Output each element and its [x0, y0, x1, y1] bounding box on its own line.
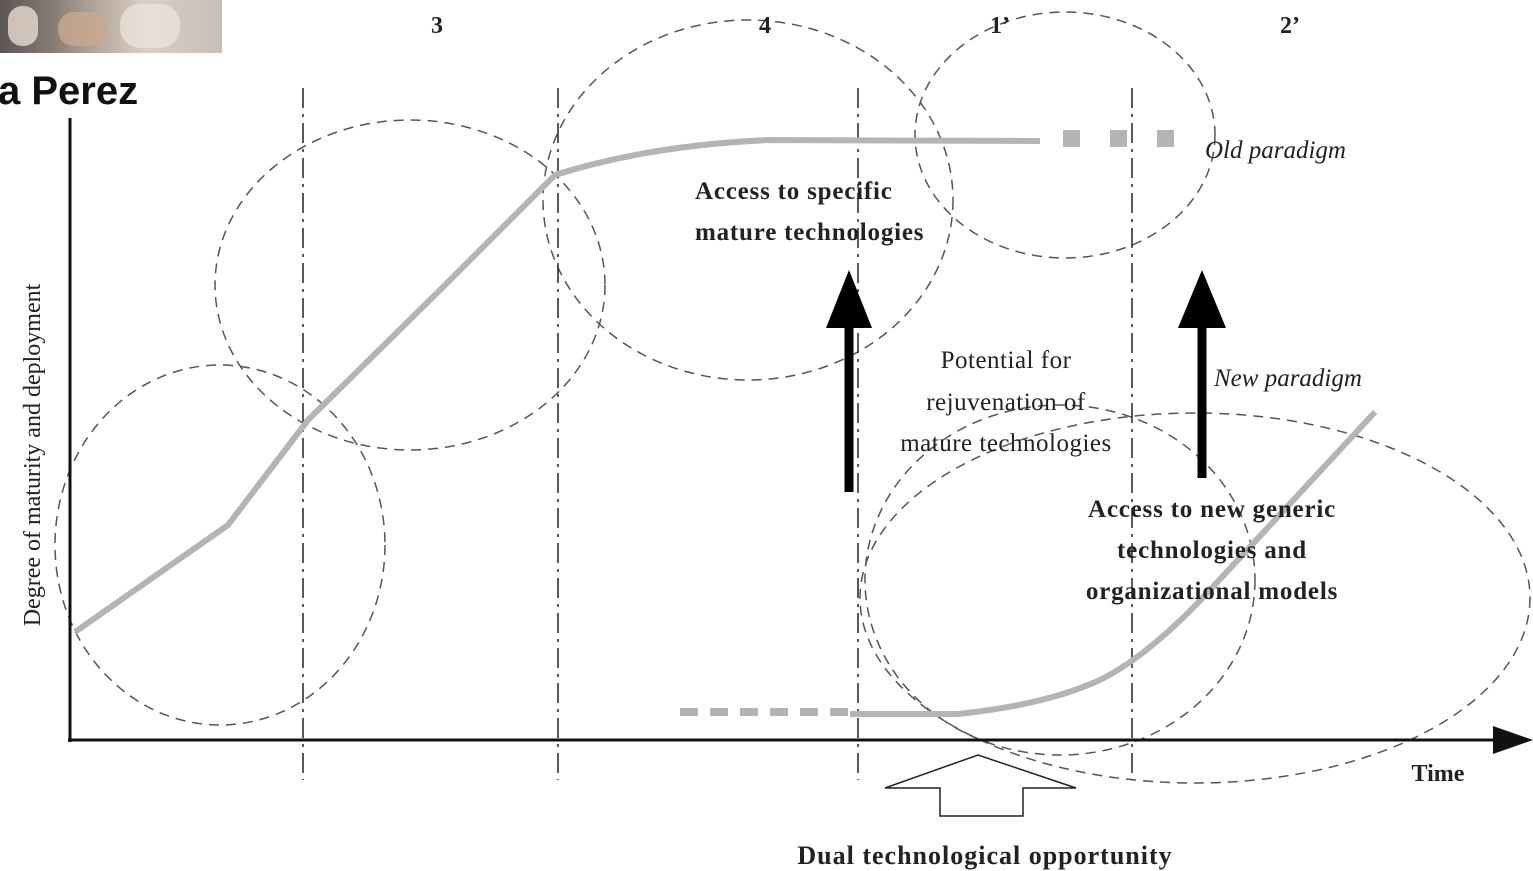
old-paradigm-dot: [1157, 130, 1174, 147]
x-axis-label: Time: [1412, 761, 1465, 787]
old-paradigm-dots: [1063, 130, 1174, 147]
old-paradigm-label: Old paradigm: [1205, 137, 1346, 164]
phase-1prime-ellipse: [914, 11, 1216, 259]
potential-rejuvenation-text: Potential for rejuvenation of mature tec…: [900, 347, 1112, 457]
old-paradigm-curve: [73, 136, 1041, 635]
rejuvenation-arrowhead: [826, 270, 872, 328]
phase-1-ellipse: [54, 364, 386, 726]
x-axis-arrowhead: [1493, 726, 1533, 754]
author-name: a Perez: [0, 66, 138, 116]
access-specific-line: mature technologies: [695, 219, 924, 246]
dual-opportunity-label: Dual technological opportunity: [797, 841, 1172, 870]
access-new-text: Access to new generic technologies and o…: [1086, 496, 1338, 605]
y-axis-label: Degree of maturity and deployment: [20, 283, 46, 626]
phase-1prime-lower-ellipse: [864, 404, 1256, 756]
new-tech-arrowhead: [1178, 270, 1226, 328]
phase-3-ellipse: [214, 119, 606, 451]
potential-line: rejuvenation of: [926, 389, 1086, 416]
phase-label-4: 4: [759, 13, 771, 39]
phase-ellipses: [54, 11, 1531, 784]
phase-labels: 3 4 1’ 2’: [431, 13, 1300, 39]
phase-label-1prime: 1’: [990, 13, 1010, 39]
phase-label-3: 3: [431, 13, 443, 39]
access-new-line: Access to new generic: [1088, 496, 1336, 523]
old-paradigm-dot: [1110, 130, 1127, 147]
access-new-line: technologies and: [1117, 537, 1307, 564]
arrows: [826, 270, 1226, 492]
phase-dividers: [302, 88, 1133, 780]
access-specific-line: Access to specific: [695, 178, 893, 205]
phase-2prime-ellipse: [859, 412, 1531, 784]
author-photo: [0, 0, 222, 53]
dual-opportunity-arrow: [884, 754, 1077, 817]
author-name-text: a Perez: [0, 69, 139, 113]
phase-label-2prime: 2’: [1280, 13, 1300, 39]
access-specific-text: Access to specific mature technologies: [695, 178, 924, 246]
old-paradigm-dot: [1063, 130, 1080, 147]
phase-4-ellipse: [542, 19, 954, 381]
potential-line: Potential for: [941, 347, 1072, 374]
new-paradigm-curve: [850, 409, 1378, 717]
new-paradigm-label: New paradigm: [1213, 365, 1362, 392]
potential-line: mature technologies: [900, 430, 1112, 457]
axes: [68, 118, 1500, 742]
access-new-line: organizational models: [1086, 578, 1338, 605]
